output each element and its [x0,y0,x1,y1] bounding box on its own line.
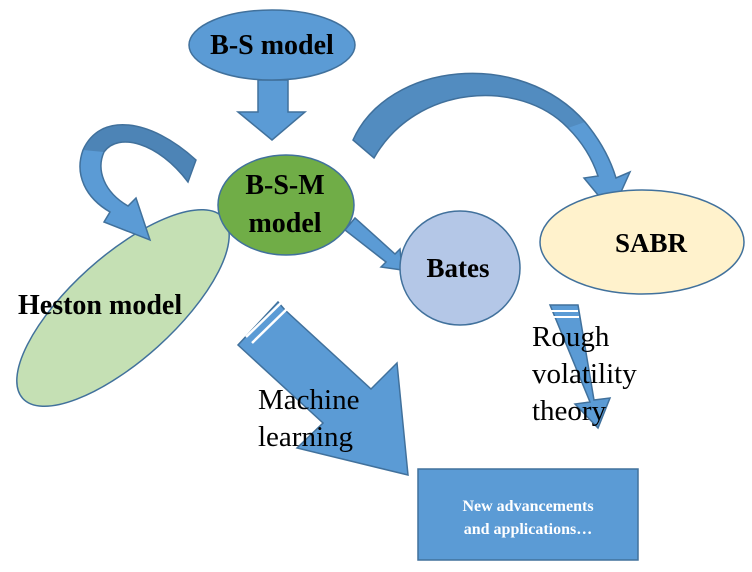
rough-volatility-label-line3: theory [532,395,607,427]
rough-volatility-label-line2: volatility [532,358,637,390]
bsm-to-heston-arrow [79,123,197,242]
sabr-label: SABR [615,228,688,258]
bs-model-node [188,9,356,81]
bates-label: Bates [427,253,490,283]
bsm-model-node [217,154,355,256]
bs-model-label: B-S model [210,30,334,61]
rough-volatility-arrow [548,304,612,430]
bsm-to-bates-arrow [343,216,403,271]
rough-volatility-label-line1: Rough [532,321,610,353]
machine-learning-arrow [236,297,409,476]
bsm-to-sabr-arrow [352,72,632,214]
new-advancements-label-line1: New advancements [462,498,593,515]
bs-to-bsm-arrow [235,79,308,141]
bsm-model-label-line1: B-S-M [245,170,324,201]
machine-learning-label-line1: Machine [258,384,359,416]
sabr-node [539,189,745,295]
new-advancements-node [417,468,639,561]
heston-model-label: Heston model [18,290,182,321]
machine-learning-label-line2: learning [258,421,353,453]
new-advancements-label-line2: and applications… [464,521,592,538]
bsm-model-label-line2: model [248,208,321,239]
bates-node [399,210,521,326]
